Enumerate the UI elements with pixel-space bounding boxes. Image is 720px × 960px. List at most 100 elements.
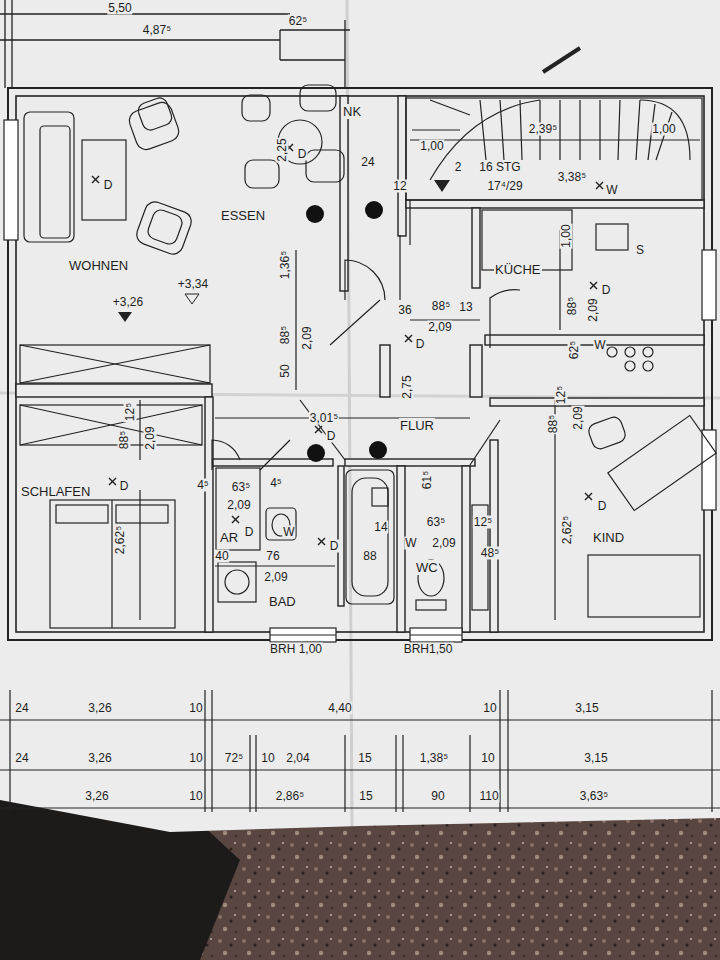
dimension-label: 10: [260, 752, 275, 765]
dimension-label: 2,04: [285, 752, 310, 765]
dimension-label: 3,38⁵: [557, 171, 587, 184]
dimension-label: W: [593, 339, 606, 352]
dimension-label: 62⁵: [288, 15, 308, 28]
room-name: NK: [342, 104, 362, 119]
dimension-label: 72⁵: [224, 752, 244, 765]
dimension-label: 1,00: [419, 140, 444, 153]
dimension-label: 88: [362, 550, 377, 563]
room-area: SCHLAFEN: [16, 400, 205, 632]
dimension-label: D: [326, 430, 337, 443]
room-area: ESSEN: [200, 96, 340, 385]
room-area: FLUR: [213, 400, 490, 459]
room-name: KIND: [592, 530, 625, 545]
dimension-label: D: [329, 540, 340, 553]
dimension-label: 88⁵: [547, 414, 560, 434]
dimension-label: 88⁵: [118, 430, 131, 450]
dimension-label: 2,39⁵: [528, 123, 558, 136]
dimension-label: W: [282, 526, 295, 539]
dimension-label: D: [415, 338, 426, 351]
dimension-label: 4⁵: [269, 477, 283, 490]
dimension-label: 2,86⁵: [275, 790, 305, 803]
dimension-label: 5,50: [107, 1, 132, 14]
dimension-label: 3,15: [583, 752, 608, 765]
dimension-label: 40: [214, 550, 229, 563]
room-name: AR: [219, 530, 239, 545]
dimension-label: 10: [188, 702, 203, 715]
dimension-label: 3,26: [87, 752, 112, 765]
dimension-label: 2,09: [226, 499, 251, 512]
dimension-label: 48⁵: [480, 547, 500, 560]
dimension-label: 88⁵: [431, 300, 451, 313]
dimension-label: D: [297, 148, 308, 161]
dimension-label: D: [119, 480, 130, 493]
dimension-label: +3,26: [112, 296, 144, 309]
room-name: SCHLAFEN: [20, 484, 91, 499]
dimension-label: 2,62⁵: [561, 515, 574, 545]
dimension-label: 15: [357, 752, 372, 765]
dimension-label: 3,01⁵: [309, 412, 339, 425]
dimension-label: 24: [14, 702, 29, 715]
room-name: ESSEN: [220, 208, 266, 223]
room-area: WOHNEN: [16, 96, 200, 385]
dimension-label: BRH1,50: [403, 643, 454, 656]
dimension-label: 10: [188, 752, 203, 765]
dimension-label: S: [635, 244, 645, 257]
dimension-label: 17⁴/29: [486, 180, 523, 193]
dimension-label: 2,09: [427, 321, 452, 334]
dimension-label: 10: [482, 702, 497, 715]
dimension-label: 13: [458, 301, 473, 314]
dimension-label: 63⁵: [231, 481, 251, 494]
room-area: KIND: [498, 406, 704, 632]
dimension-label: 16 STG: [478, 161, 521, 174]
dimension-label: D: [597, 500, 608, 513]
dimension-label: 10: [188, 790, 203, 803]
dimension-label: 2,09: [572, 405, 585, 430]
dimension-label: D: [244, 526, 255, 539]
dimension-label: 2,62⁵: [114, 525, 127, 555]
room-name: BAD: [268, 594, 297, 609]
dimension-label: 14: [373, 521, 388, 534]
dimension-label: 88⁵: [566, 296, 579, 316]
dimension-label: 4,40: [327, 702, 352, 715]
dimension-label: 90: [430, 790, 445, 803]
room-name: KÜCHE: [494, 262, 542, 277]
dimension-label: 3,63⁵: [579, 790, 609, 803]
dimension-label: 88⁵: [279, 325, 292, 345]
room-name: FLUR: [399, 418, 435, 433]
dimension-label: 3,15: [574, 702, 599, 715]
dimension-label: 2,09: [587, 297, 600, 322]
dimension-label: BRH 1,00: [269, 643, 323, 656]
dimension-label: 76: [265, 550, 280, 563]
dimension-label: 3,26: [84, 790, 109, 803]
dimension-label: 4,87⁵: [142, 24, 172, 37]
room-name: WC: [415, 560, 439, 575]
dimension-label: 2,75: [401, 374, 414, 399]
dimension-label: W: [605, 184, 618, 197]
dimension-label: 1,00: [560, 223, 573, 248]
dimension-label: 24: [14, 752, 29, 765]
dimension-label: 15: [358, 790, 373, 803]
dimension-label: 61⁵: [421, 470, 434, 490]
dimension-label: 4⁵: [196, 479, 210, 492]
dimension-label: 62⁵: [568, 340, 581, 360]
dimension-label: 2: [454, 161, 463, 174]
dimension-label: 2,09: [301, 325, 314, 350]
dimension-label: 1,36⁵: [279, 250, 292, 280]
dimension-label: 3,26: [87, 702, 112, 715]
dimension-label: 12⁵: [124, 402, 137, 422]
dimension-label: 1,00: [651, 123, 676, 136]
room-name: WOHNEN: [68, 258, 129, 273]
dimension-label: 2,09: [431, 537, 456, 550]
dimension-label: 2,09: [263, 571, 288, 584]
dimension-label: 12⁵: [473, 516, 493, 529]
dimension-label: 50: [279, 363, 292, 378]
dimension-label: 36: [397, 304, 412, 317]
dimension-label: 24: [360, 156, 375, 169]
dimension-label: 1,38⁵: [419, 752, 449, 765]
dimension-label: W: [404, 537, 417, 550]
dimension-label: 110: [478, 790, 499, 803]
dimension-label: 2,25: [276, 137, 289, 162]
dimension-label: D: [103, 179, 114, 192]
